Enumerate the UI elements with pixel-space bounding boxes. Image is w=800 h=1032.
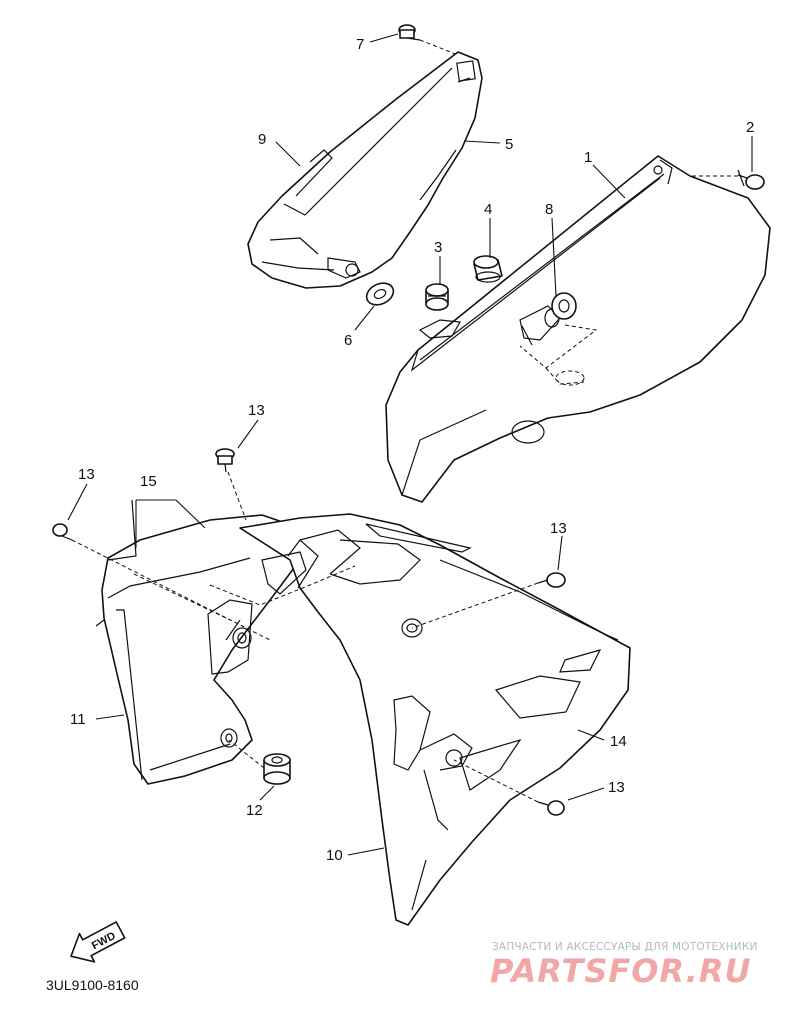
watermark-tagline: ЗАПЧАСТИ И АКСЕССУАРЫ ДЛЯ МОТОТЕХНИКИ bbox=[492, 941, 758, 953]
callout-1: 1 bbox=[584, 149, 592, 166]
collar-3 bbox=[425, 283, 449, 311]
callout-13-right: 13 bbox=[550, 520, 567, 537]
grommet-8 bbox=[551, 292, 577, 320]
watermark-brand: PARTSFOR.RU bbox=[490, 952, 751, 990]
screw-13-top bbox=[215, 448, 235, 473]
side-cover-lower-left bbox=[95, 499, 301, 785]
callout-11: 11 bbox=[70, 711, 86, 728]
leader-lines bbox=[67, 33, 753, 856]
explosion-lines bbox=[71, 39, 738, 803]
screw-2 bbox=[737, 169, 765, 190]
screw-7 bbox=[398, 24, 421, 41]
fwd-arrow-icon: FWD bbox=[70, 921, 126, 963]
clip-on-part-1 bbox=[418, 319, 461, 339]
rear-cover-center bbox=[225, 513, 631, 926]
callout-15: 15 bbox=[140, 473, 157, 490]
callout-14: 14 bbox=[610, 733, 627, 750]
diagram-code: 3UL9100-8160 bbox=[46, 977, 139, 993]
callout-numbers: 7 9 5 2 1 4 8 3 6 13 13 15 13 11 14 12 1… bbox=[70, 36, 754, 864]
callout-2: 2 bbox=[746, 119, 754, 136]
callout-7: 7 bbox=[356, 36, 364, 53]
callout-9: 9 bbox=[258, 131, 266, 148]
collar-12 bbox=[263, 753, 291, 785]
callout-8: 8 bbox=[545, 201, 553, 218]
damper-4 bbox=[473, 255, 503, 283]
callout-3: 3 bbox=[434, 239, 442, 256]
callout-13-left: 13 bbox=[78, 466, 95, 483]
screw-13-left bbox=[52, 523, 73, 541]
callout-6: 6 bbox=[344, 332, 352, 349]
callout-5: 5 bbox=[505, 136, 513, 153]
screw-13-right bbox=[537, 572, 566, 588]
callout-13-bottom: 13 bbox=[608, 779, 625, 796]
side-cover-right bbox=[385, 155, 771, 503]
callout-12: 12 bbox=[246, 802, 263, 819]
screw-13-bottom bbox=[537, 800, 565, 816]
callout-13-top: 13 bbox=[248, 402, 265, 419]
grommet-6 bbox=[365, 282, 395, 306]
side-cover-upper-left bbox=[247, 51, 483, 289]
callout-10: 10 bbox=[326, 847, 343, 864]
callout-4: 4 bbox=[484, 201, 492, 218]
